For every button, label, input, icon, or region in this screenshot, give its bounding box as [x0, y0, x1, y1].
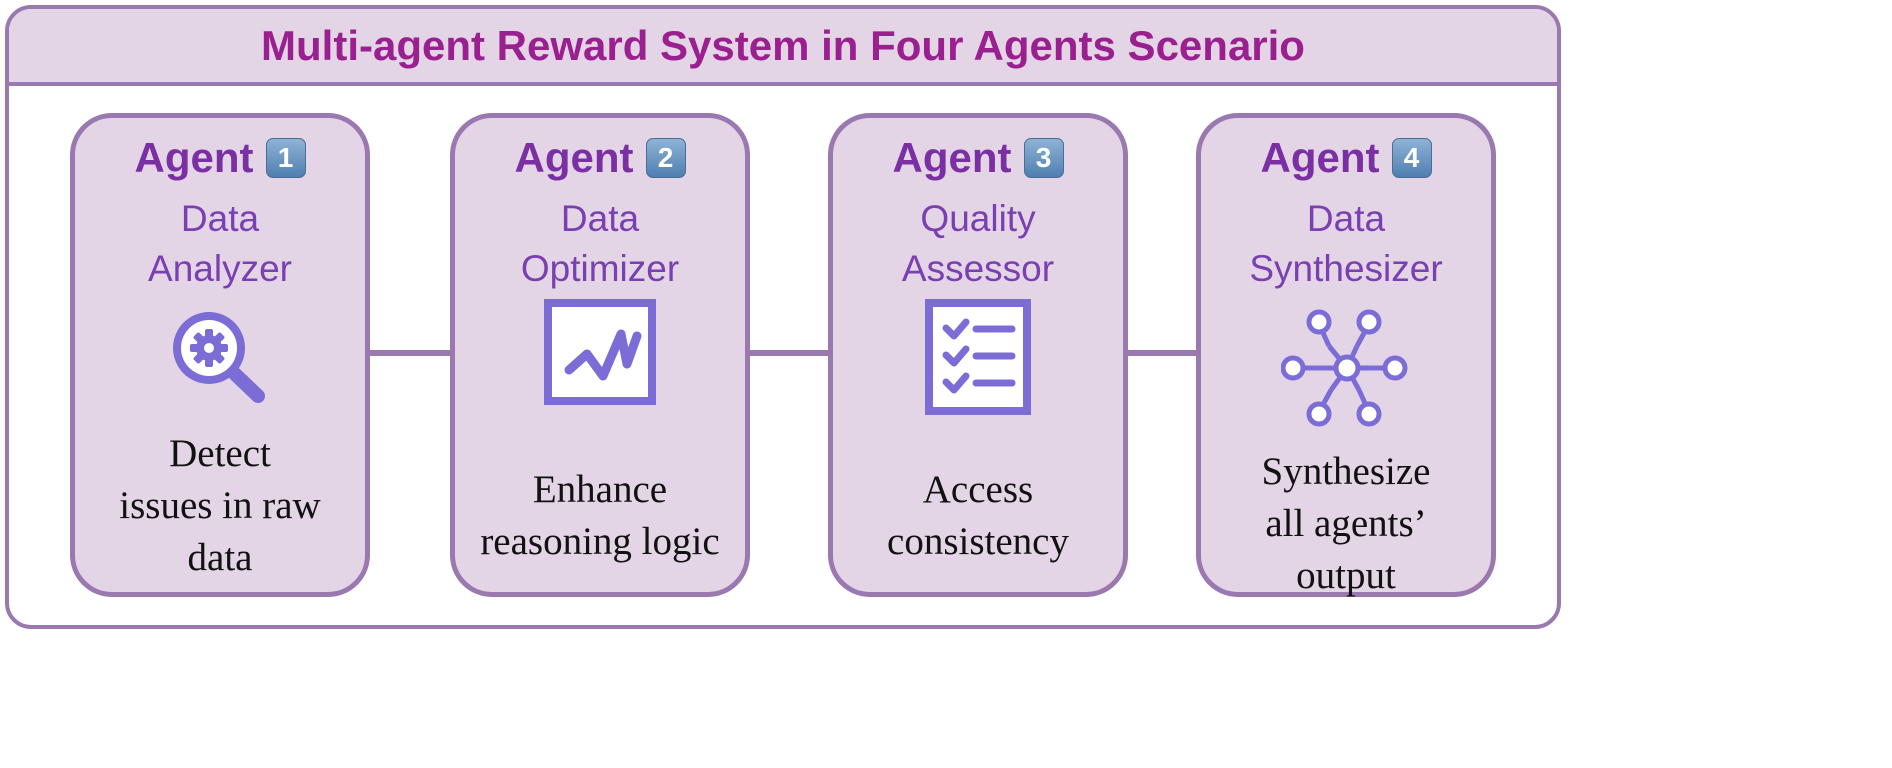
agent-header: Agent 3	[833, 132, 1123, 184]
connector-3-4	[1128, 350, 1198, 356]
agent-header: Agent 2	[455, 132, 745, 184]
agent-role: Data Optimizer	[455, 194, 745, 294]
agent-description: Enhance reasoning logic	[455, 464, 745, 568]
agent-label: Agent	[514, 134, 634, 181]
agent-description-line: all agents’	[1265, 502, 1427, 545]
number-badge: 3	[1023, 138, 1064, 178]
agent-card-1: Agent 1 Data Analyzer Detect issues in r…	[70, 113, 370, 597]
agent-role-line: Quality	[920, 198, 1036, 239]
number-badge: 1	[265, 138, 306, 178]
agent-role-line: Data	[180, 198, 260, 239]
agent-description-line: output	[1296, 554, 1396, 597]
agent-description-line: Detect	[169, 432, 271, 475]
agent-description-line: consistency	[887, 520, 1069, 563]
agent-role-line: Optimizer	[520, 248, 680, 289]
agent-label: Agent	[1260, 134, 1380, 181]
agent-role-line: Data	[560, 198, 640, 239]
agent-card-4: Agent 4 Data Synthesizer	[1196, 113, 1496, 597]
agent-description: Access consistency	[833, 464, 1123, 568]
agent-description-line: Access	[922, 468, 1034, 511]
checklist-icon	[924, 298, 1032, 416]
connector-1-2	[370, 350, 452, 356]
agent-header: Agent 1	[75, 132, 365, 184]
agent-role-line: Data	[1306, 198, 1386, 239]
agent-role-line: Analyzer	[148, 248, 292, 289]
agent-description: Detect issues in raw data	[75, 428, 365, 584]
number-badge: 2	[645, 138, 686, 178]
search-gear-icon	[165, 306, 275, 412]
number-badge: 4	[1391, 138, 1432, 178]
network-graph-icon	[1280, 308, 1411, 430]
agent-role: Quality Assessor	[833, 194, 1123, 294]
agent-label: Agent	[892, 134, 1012, 181]
agent-role: Data Analyzer	[75, 194, 365, 294]
title-bar: Multi-agent Reward System in Four Agents…	[9, 9, 1557, 86]
agent-description-line: data	[187, 536, 253, 579]
agent-description: Synthesize all agents’ output	[1201, 446, 1491, 602]
agent-role-line: Synthesizer	[1249, 248, 1443, 289]
agent-header: Agent 4	[1201, 132, 1491, 184]
agent-role: Data Synthesizer	[1201, 194, 1491, 294]
agent-description-line: issues in raw	[119, 484, 321, 527]
agent-description-line: Synthesize	[1261, 450, 1431, 493]
agent-role-line: Assessor	[901, 248, 1055, 289]
agent-description-line: Enhance	[532, 468, 668, 511]
connector-2-3	[750, 350, 830, 356]
agent-description-line: reasoning logic	[480, 520, 720, 563]
agent-card-3: Agent 3 Quality Assessor Access consiste…	[828, 113, 1128, 597]
diagram-title: Multi-agent Reward System in Four Agents…	[261, 21, 1305, 69]
chart-line-icon	[543, 298, 657, 406]
agent-label: Agent	[134, 134, 254, 181]
agent-card-2: Agent 2 Data Optimizer Enhance reasoning…	[450, 113, 750, 597]
